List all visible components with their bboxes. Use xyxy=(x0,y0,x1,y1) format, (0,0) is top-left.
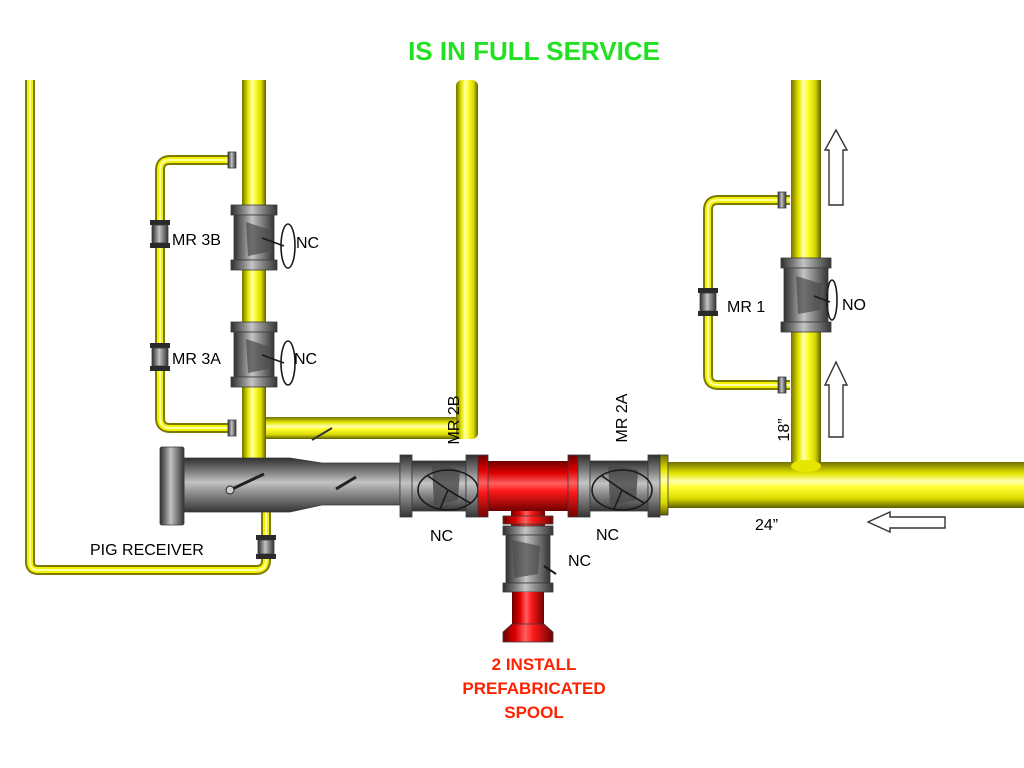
valve-mr2b xyxy=(399,454,479,518)
pipe-vertical-left xyxy=(242,80,266,468)
bypass-line-mr3 xyxy=(155,151,237,437)
pipe-kicker-horizontal xyxy=(264,417,468,439)
valve-spool-branch xyxy=(502,525,557,593)
diagram-title: IS IN FULL SERVICE xyxy=(408,36,660,66)
pipe-tag-mark xyxy=(311,427,333,441)
valve-state-mr1: NO xyxy=(842,297,866,314)
bypass-valve xyxy=(698,288,718,316)
bypass-line-mr1 xyxy=(703,191,790,394)
valve-label-mr3a: MR 3A xyxy=(172,351,221,368)
valve-label-mr2b: MR 2B xyxy=(446,396,463,445)
valve-state-mr3b: NC xyxy=(296,235,319,252)
pipe-kicker-vertical xyxy=(456,80,478,439)
arrow-up-icon xyxy=(823,360,849,438)
arrow-left-icon xyxy=(866,510,946,534)
pipe-24in-horizontal xyxy=(660,462,1024,508)
handwheel-icon xyxy=(543,565,557,575)
valve-label-mr1: MR 1 xyxy=(727,299,765,316)
install-note-line: SPOOL xyxy=(504,703,564,722)
handwheel-icon xyxy=(261,223,296,269)
install-note-line: 2 INSTALL xyxy=(492,655,577,674)
bypass-valve xyxy=(150,343,170,371)
install-note-line: PREFABRICATED xyxy=(462,679,605,698)
bypass-valve xyxy=(150,220,170,248)
install-note: 2 INSTALL PREFABRICATED SPOOL xyxy=(462,655,605,722)
valve-state-mr3a: NC xyxy=(294,351,317,368)
pipe-size-branch: 18” xyxy=(776,418,793,441)
handwheel-icon xyxy=(591,469,653,511)
valve-label-mr2a: MR 2A xyxy=(614,393,631,442)
pig-receiver-label: PIG RECEIVER xyxy=(90,542,204,559)
left-return-line xyxy=(25,80,271,575)
prefabricated-spool-tee xyxy=(477,454,579,530)
valve-mr2a xyxy=(577,454,661,518)
arrow-up-icon xyxy=(823,128,849,206)
valve-state-mr2a: NC xyxy=(596,527,619,544)
pipe-size-main: 24” xyxy=(755,517,778,534)
valve-mr1 xyxy=(780,257,838,333)
pig-receiver xyxy=(159,446,401,526)
handwheel-icon xyxy=(261,340,296,386)
handwheel-icon xyxy=(813,279,838,321)
pipe-18in-junction xyxy=(791,460,821,472)
valve-mr3b xyxy=(230,204,296,271)
drain-valve xyxy=(256,535,276,559)
valve-label-mr3b: MR 3B xyxy=(172,232,221,249)
valve-mr3a xyxy=(230,321,296,388)
valve-state-spool: NC xyxy=(568,553,591,570)
valve-state-mr2b: NC xyxy=(430,528,453,545)
prefabricated-spool-outlet xyxy=(502,592,554,643)
